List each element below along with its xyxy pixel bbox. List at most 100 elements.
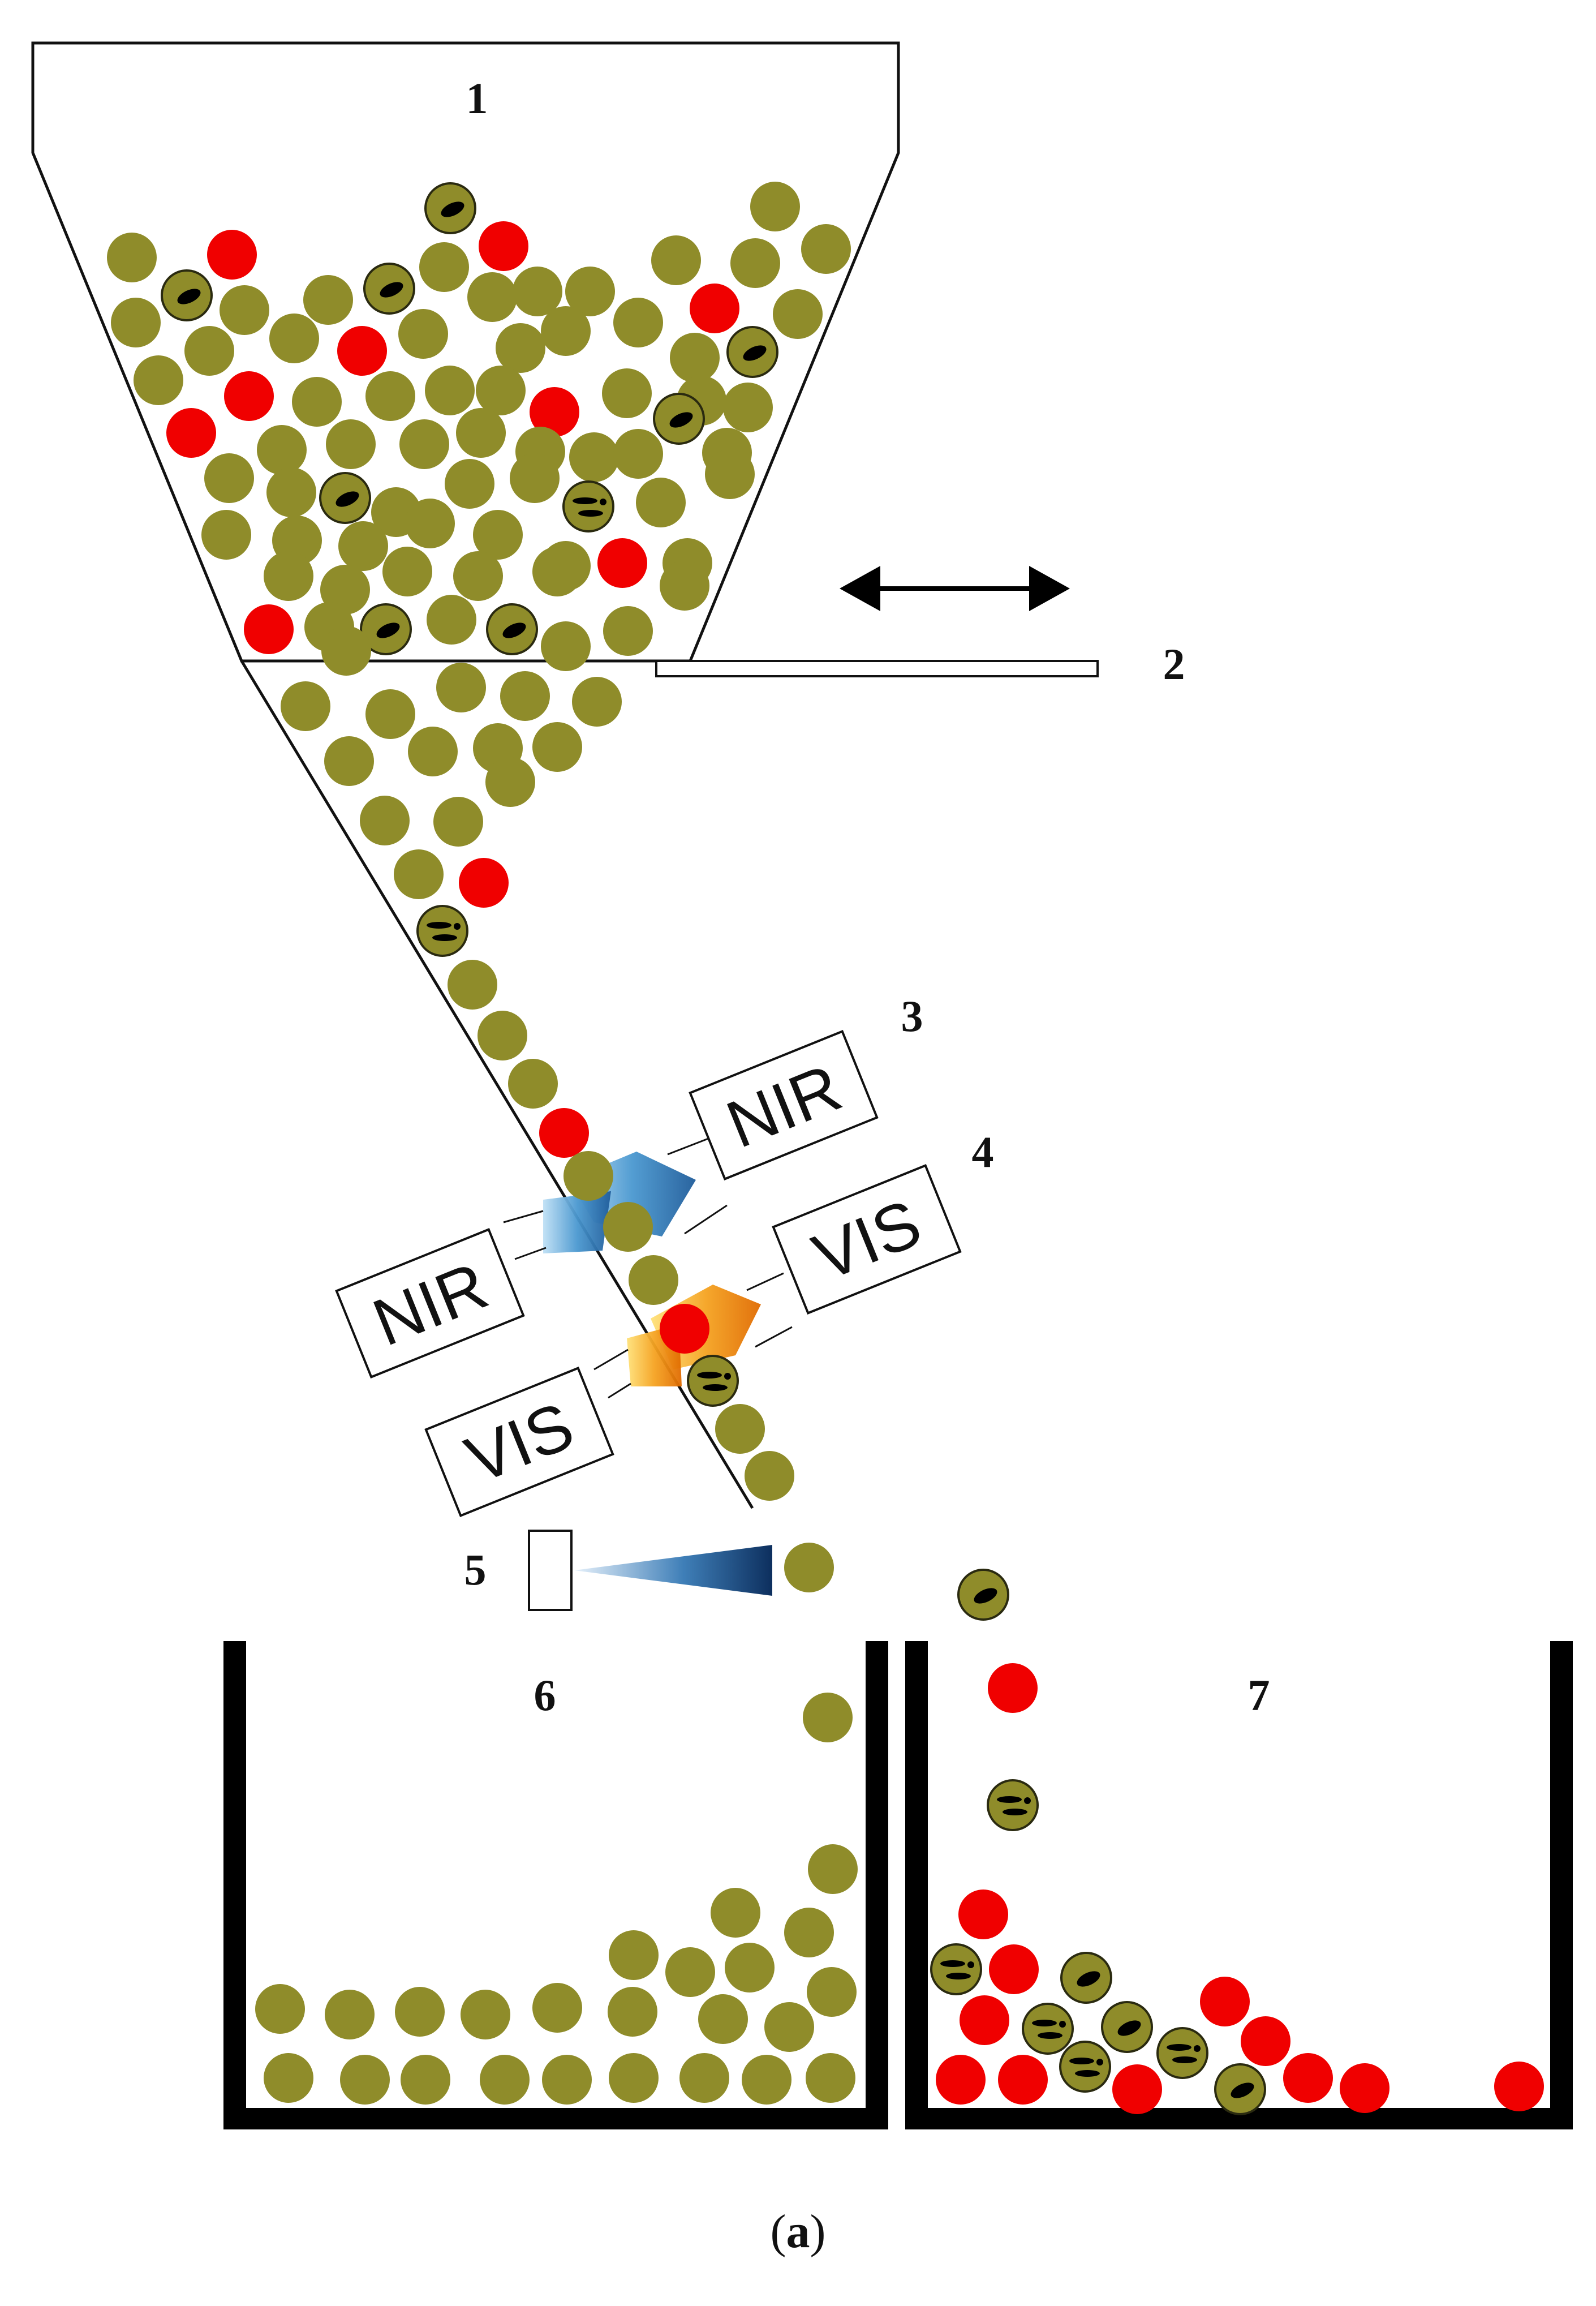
- rejected-olive: [1112, 2064, 1162, 2114]
- defect-dot: [1096, 2059, 1103, 2065]
- olives: [107, 182, 1544, 2115]
- rejected-olive: [690, 284, 739, 333]
- good-olive: [453, 551, 503, 601]
- good-olive: [603, 1202, 653, 1252]
- good-olive: [398, 309, 448, 359]
- good-olive: [609, 1930, 659, 1980]
- defect-streak: [1069, 2058, 1094, 2064]
- good-olive: [773, 289, 823, 339]
- defect-streak: [1172, 2056, 1197, 2063]
- rejected-olive: [998, 2055, 1048, 2105]
- good-olive: [340, 2055, 390, 2105]
- good-olive: [360, 796, 410, 845]
- rejected-olive: [597, 538, 647, 588]
- defect-dot: [1194, 2045, 1201, 2052]
- defect-spot: [441, 201, 464, 217]
- good-olive: [264, 2053, 313, 2103]
- good-olive: [784, 1543, 834, 1592]
- defect-streak: [946, 1973, 971, 1979]
- good-olive: [613, 429, 663, 479]
- defect-dot: [1024, 1797, 1031, 1804]
- defect-spot: [376, 622, 400, 638]
- good-olive: [269, 314, 319, 363]
- reject-bin: [905, 1641, 1573, 2129]
- defect-streak: [1075, 2070, 1100, 2077]
- good-olive: [803, 1693, 853, 1742]
- accept-bin: [223, 1641, 888, 2129]
- good-olive: [665, 1947, 715, 1997]
- good-olive: [742, 2055, 791, 2105]
- good-olive: [541, 306, 591, 356]
- good-olive: [572, 677, 622, 727]
- defect-dot: [724, 1373, 731, 1380]
- good-olive: [801, 224, 851, 274]
- vis-number-label: 4: [972, 1127, 994, 1176]
- hopper-number-label: 1: [466, 74, 488, 123]
- good-olive: [745, 1451, 794, 1501]
- rejected-olive: [960, 1995, 1009, 2045]
- good-olive: [670, 333, 720, 383]
- rejected-olive: [660, 1304, 709, 1354]
- good-olive: [532, 547, 582, 596]
- good-olive: [563, 1151, 613, 1201]
- good-olive: [500, 671, 550, 721]
- good-olive: [508, 1059, 558, 1109]
- good-olive: [705, 449, 755, 499]
- good-olive: [764, 2002, 814, 2052]
- good-olive: [480, 2055, 530, 2105]
- good-olive: [808, 1844, 858, 1894]
- defect-streak: [1038, 2032, 1062, 2039]
- defect-streak: [573, 497, 597, 504]
- vis-sensor-lower: VIS: [424, 1367, 614, 1517]
- caption-close-paren: ): [810, 2205, 826, 2258]
- good-olive: [448, 960, 497, 1010]
- rejected-olive: [988, 1663, 1038, 1713]
- good-olive: [750, 182, 800, 231]
- defect-streak: [427, 922, 451, 929]
- good-olive: [603, 606, 653, 656]
- nir-beam-lower: [503, 1191, 611, 1260]
- rejected-olive: [1494, 2062, 1544, 2111]
- defect-spot: [669, 412, 693, 428]
- good-olive: [629, 1255, 678, 1305]
- rejected-olive: [989, 1944, 1039, 1994]
- good-olive: [456, 408, 506, 458]
- good-olive: [651, 235, 701, 285]
- defect-spot: [974, 1588, 997, 1604]
- good-olive: [107, 233, 157, 282]
- good-olive: [513, 267, 562, 316]
- good-olive: [324, 736, 374, 786]
- defective-olive: [930, 1943, 982, 1995]
- good-olive: [427, 595, 476, 645]
- defect-spot: [380, 282, 403, 298]
- defective-olive: [562, 480, 614, 533]
- defect-streak: [1003, 1809, 1027, 1815]
- rejected-olive: [224, 371, 274, 421]
- good-olive: [711, 1888, 760, 1938]
- defective-olive: [1022, 2003, 1074, 2055]
- good-olive: [679, 2053, 729, 2103]
- defect-spot: [1077, 1971, 1100, 1987]
- good-olive: [266, 467, 316, 517]
- good-olive: [477, 1011, 527, 1060]
- good-olive: [784, 1908, 834, 1957]
- good-olive: [264, 551, 313, 601]
- good-olive: [320, 565, 370, 615]
- good-olive: [405, 499, 455, 548]
- nir-sensor-upper: NIR: [689, 1030, 879, 1180]
- good-olive: [281, 681, 330, 731]
- defective-olive: [1059, 2041, 1111, 2093]
- defect-spot: [335, 491, 359, 507]
- good-olive: [419, 242, 469, 292]
- good-olive: [395, 1987, 445, 2037]
- good-olive: [365, 689, 415, 739]
- defect-dot: [967, 1961, 974, 1968]
- good-olive: [806, 2053, 855, 2103]
- good-olive: [602, 368, 652, 418]
- good-olive: [321, 626, 371, 676]
- good-olive: [326, 419, 376, 469]
- gate-number-label: 2: [1163, 639, 1185, 689]
- good-olive: [476, 366, 526, 415]
- good-olive: [394, 849, 444, 899]
